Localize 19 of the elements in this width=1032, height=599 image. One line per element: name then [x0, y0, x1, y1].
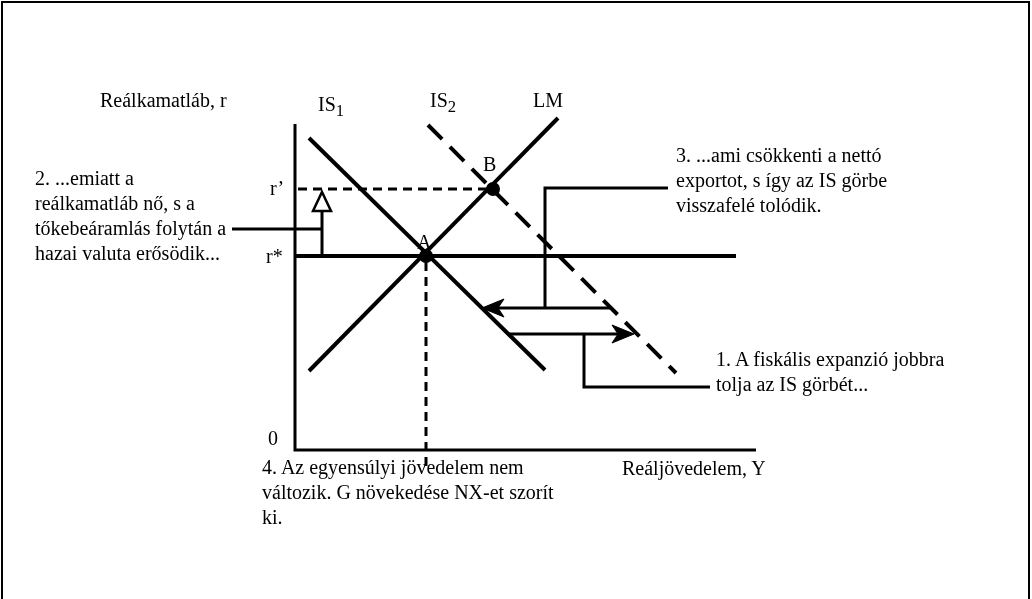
axis-tick-label: 0: [268, 426, 278, 451]
callout-text: 3. ...ami csökkenti a nettó exportot, s így az IS görbe visszafelé tolódik.: [676, 143, 926, 218]
callout-text: 1. A fiskális expanzió jobbra tolja az IS görbét...: [716, 347, 956, 397]
shift-arrow: [481, 298, 610, 318]
axis-title: Reáljövedelem, Y: [622, 456, 766, 481]
axis-title: Reálkamatláb, r: [100, 88, 227, 113]
curve-label: IS$_{2}$: [430, 88, 457, 118]
point-label: B: [483, 152, 497, 177]
axis-tick-label: r*: [266, 244, 283, 269]
leader-line: [543, 186, 668, 308]
hollow-arrow: [311, 189, 333, 256]
leader-line: [232, 227, 322, 231]
curve-label: LM: [533, 88, 563, 113]
axis-tick-label: r’: [270, 176, 285, 201]
shift-arrow: [508, 324, 635, 344]
leader-line: [582, 334, 710, 389]
callout-text: 2. ...emiatt a reálkamatláb nő, s a tőkebeáramlás folytán a hazai valuta erősödik...: [35, 166, 230, 266]
note-text: 4. Az egyensúlyi jövedelem nem változik. G növekedése NX-et szorít ki.: [262, 455, 555, 530]
curve-label: IS$_{1}$: [318, 92, 345, 122]
